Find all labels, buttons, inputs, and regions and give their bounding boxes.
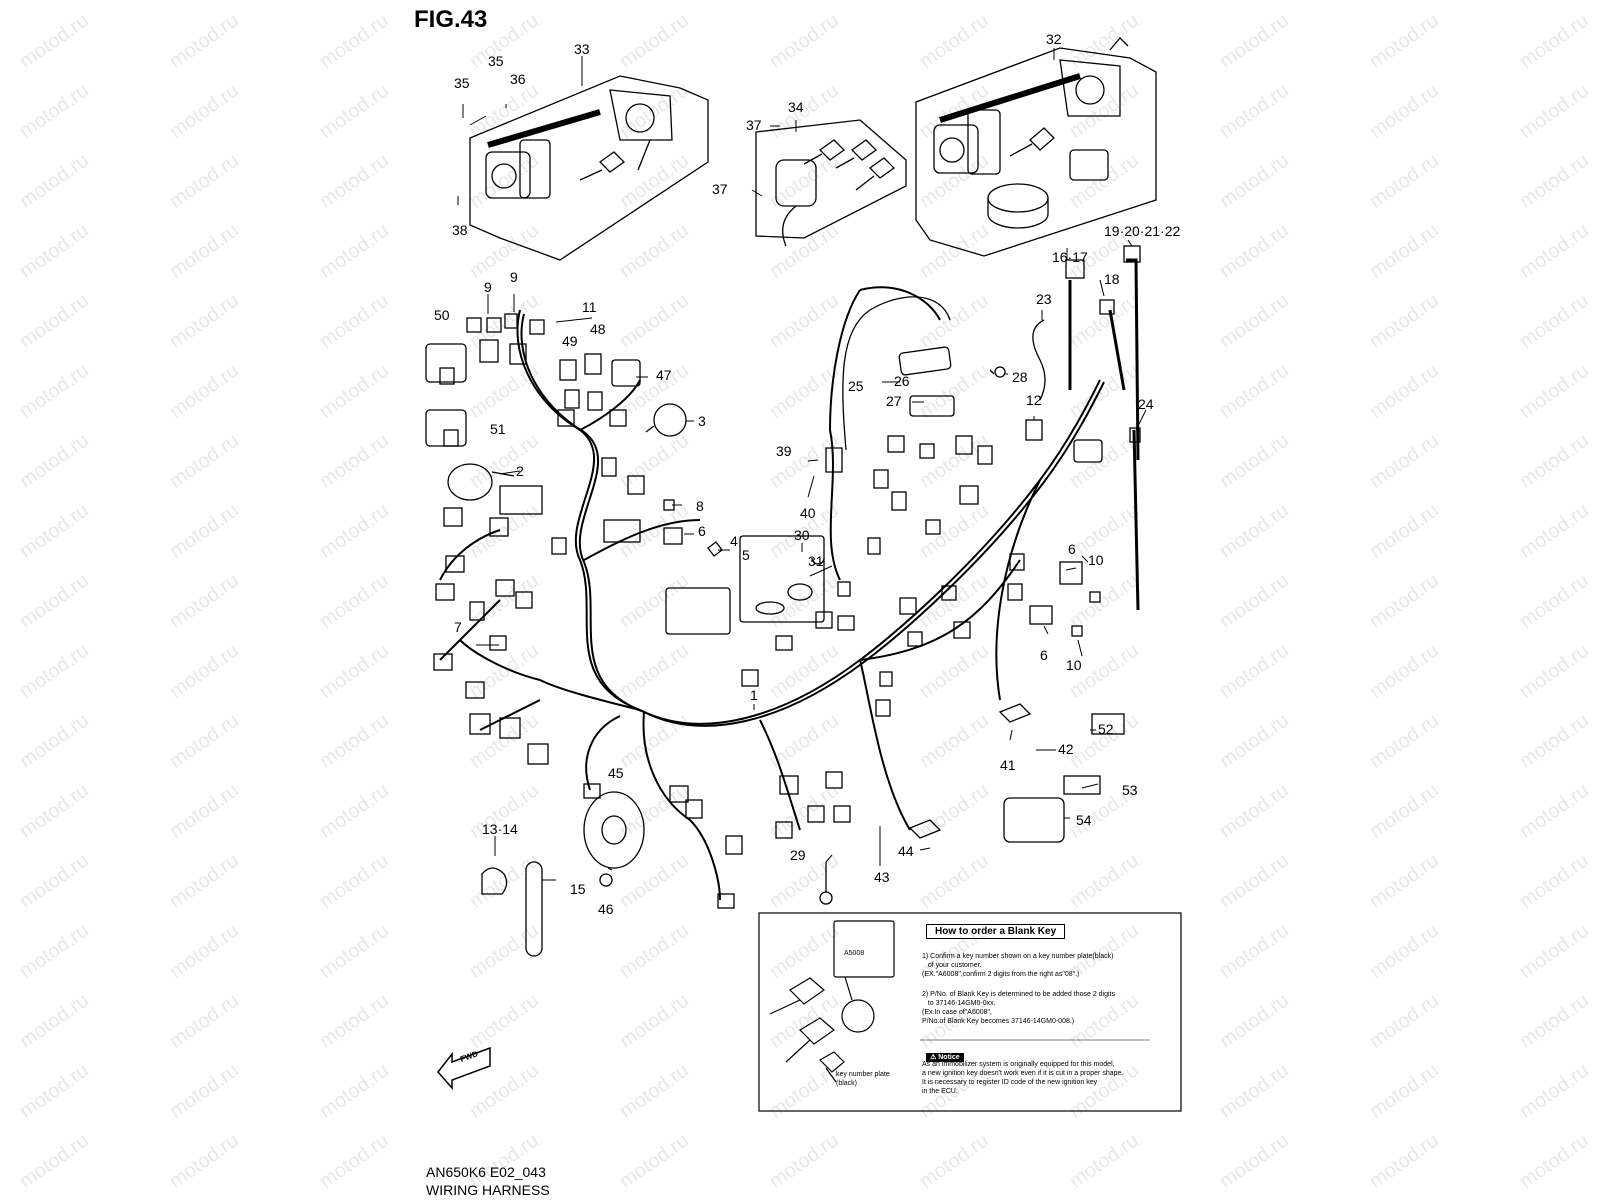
callout-18: 18 <box>1104 271 1120 287</box>
callout-7: 7 <box>454 619 462 635</box>
callout-4: 4 <box>730 533 738 549</box>
callout-36: 36 <box>510 71 526 87</box>
immobilizer-antenna-25 <box>842 296 1006 451</box>
blank-key-drawing <box>758 912 1182 1112</box>
callout-2: 2 <box>516 463 524 479</box>
ignition-switch-set-box-33 <box>469 75 709 261</box>
notice-badge: ⚠ Notice <box>926 1046 964 1064</box>
callout-15: 15 <box>570 881 586 897</box>
callout-52: 52 <box>1098 721 1114 737</box>
callout-11: 11 <box>582 299 597 315</box>
callout-25: 25 <box>848 378 864 394</box>
callout-28: 28 <box>1012 369 1028 385</box>
callout-6c: 6 <box>1040 647 1048 663</box>
callout-37a: 37 <box>746 117 762 133</box>
callout-39: 39 <box>776 443 792 459</box>
fwd-arrow-icon <box>437 1046 491 1090</box>
callout-32: 32 <box>1046 31 1062 47</box>
callout-50: 50 <box>434 307 450 323</box>
callout-29: 29 <box>790 847 806 863</box>
callout-3: 3 <box>698 413 706 429</box>
figure-title: FIG.43 <box>414 6 488 33</box>
callout-27: 27 <box>886 393 902 409</box>
key-plate-caption: key number plate (black) <box>836 1071 890 1087</box>
blank-key-step1: 1) Confirm a key number shown on a key n… <box>922 953 1114 978</box>
key-set-box-34 <box>755 119 907 247</box>
callout-51: 51 <box>490 421 506 437</box>
callout-5: 5 <box>742 547 750 563</box>
callout-23: 23 <box>1036 291 1052 307</box>
callout-45: 45 <box>608 765 624 781</box>
callout-42: 42 <box>1058 741 1074 757</box>
callout-12: 12 <box>1026 392 1042 408</box>
callout-53: 53 <box>1122 782 1138 798</box>
callout-33: 33 <box>574 41 590 57</box>
blank-key-title: How to order a Blank Key <box>926 924 1066 939</box>
model-code: AN650K6 E02_043 <box>426 1164 546 1180</box>
blank-key-step2: 2) P/No. of Blank Key is determined to b… <box>922 991 1116 1025</box>
callout-31: 31 <box>808 553 824 569</box>
callout-43: 43 <box>874 869 890 885</box>
callout-9a: 9 <box>484 279 492 295</box>
callout-9b: 9 <box>510 269 518 285</box>
figure-caption: WIRING HARNESS <box>426 1182 550 1198</box>
callout-6b: 6 <box>1068 541 1076 557</box>
callout-41: 41 <box>1000 757 1016 773</box>
callout-10b: 10 <box>1066 657 1082 673</box>
callout-48: 48 <box>590 321 606 337</box>
callout-37b: 37 <box>712 181 728 197</box>
relays-and-parts <box>425 343 1125 957</box>
callout-1: 1 <box>750 687 758 703</box>
ignition-switch-set-box-32 <box>915 37 1157 257</box>
notice-label: Notice <box>938 1054 960 1061</box>
callout-13-14: 13·14 <box>482 821 518 837</box>
callout-35a: 35 <box>454 75 470 91</box>
key-number-plate: A5008 <box>844 950 865 957</box>
callout-49: 49 <box>562 333 578 349</box>
callout-54: 54 <box>1076 812 1092 828</box>
callout-44: 44 <box>898 843 914 859</box>
callout-46: 46 <box>598 901 614 917</box>
callout-38: 38 <box>452 222 468 238</box>
callout-8: 8 <box>696 498 704 514</box>
callout-40: 40 <box>800 505 816 521</box>
callout-leaders <box>457 48 1147 881</box>
callout-24: 24 <box>1138 396 1154 412</box>
callout-35b: 35 <box>488 53 504 69</box>
callout-labels: 1 2 3 4 5 6 6 6 7 8 9 9 10 10 11 12 13·1… <box>434 31 1180 917</box>
clamps-and-ties <box>1032 245 1141 611</box>
callout-16-17: 16·17 <box>1052 249 1088 265</box>
callout-34: 34 <box>788 99 804 115</box>
notice-text: As an immobilizer system is originally e… <box>922 1061 1124 1095</box>
callout-10a: 10 <box>1088 552 1104 568</box>
callout-6a: 6 <box>698 523 706 539</box>
callout-30: 30 <box>794 527 810 543</box>
callout-47: 47 <box>656 367 672 383</box>
callout-26: 26 <box>894 373 910 389</box>
callout-19-22: 19·20·21·22 <box>1104 223 1180 239</box>
harness-connectors <box>433 313 1103 909</box>
